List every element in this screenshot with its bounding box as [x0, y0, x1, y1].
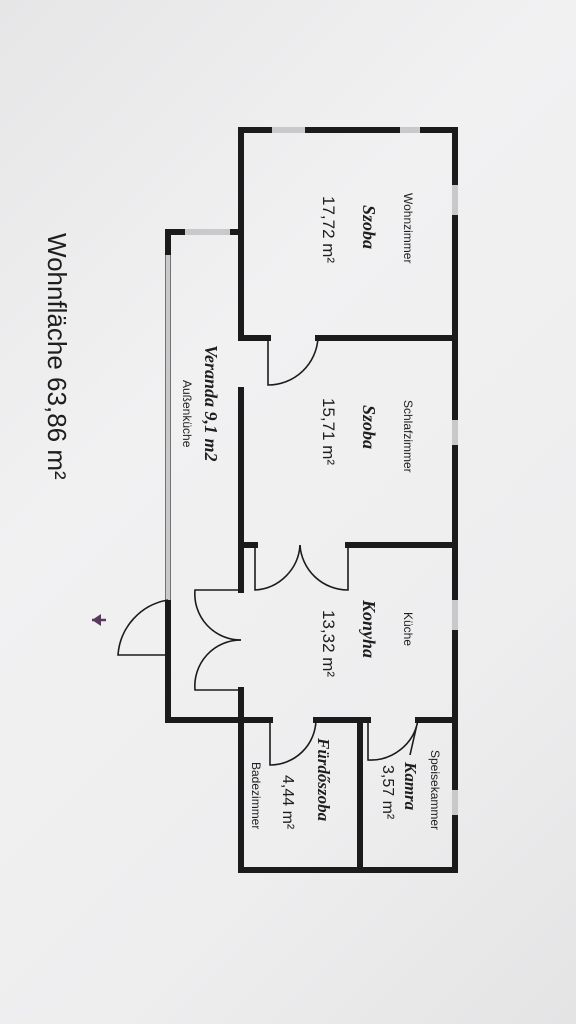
room-area: 17,72 m² [319, 196, 338, 263]
room-area: 13,32 m² [319, 610, 338, 677]
room-hu-label: Kamra [401, 761, 420, 811]
title-living-area: Wohnfläche 63,86 m² [42, 233, 72, 480]
door-bedroom-right [299, 544, 349, 591]
door-living-room [267, 337, 319, 386]
windows [165, 127, 458, 815]
room-badezimmer: Badezimmer Fürdőszoba 4,44 m² [249, 737, 333, 830]
room-area: 4,44 m² [279, 775, 296, 830]
room-area: 15,71 m² [319, 398, 338, 465]
door-entrance [117, 599, 169, 690]
room-de-label: Speisekammer [428, 750, 442, 830]
room-area: 3,57 m² [379, 765, 396, 820]
door-bathroom [269, 719, 317, 766]
room-schlafzimmer: Schlafzimmer Szoba 15,71 m² [319, 398, 415, 473]
door-hall-lower [194, 639, 242, 691]
room-de-label: Schlafzimmer [401, 400, 415, 473]
interior-walls [165, 229, 458, 873]
door-bedroom-left [254, 544, 301, 591]
wall-veranda-living [238, 229, 271, 341]
room-kueche: Küche Konyha 13,32 m² [319, 599, 415, 677]
room-wohnzimmer: Wohnzimmer Szoba 17,72 m² [319, 193, 415, 263]
arrow-entrance-icon [92, 614, 106, 626]
doors [117, 337, 419, 766]
room-veranda: Veranda 9,1 m2 Außenküche [180, 345, 221, 462]
door-pantry [367, 719, 419, 761]
room-hu-label: Veranda 9,1 m2 [201, 345, 221, 462]
room-hu-label: Szoba [359, 405, 379, 449]
room-de-label: Wohnzimmer [401, 193, 415, 263]
room-speisekammer: Speisekammer Kamra 3,57 m² [379, 750, 442, 830]
room-de-label: Badezimmer [249, 762, 263, 829]
room-de-label: Küche [401, 612, 415, 646]
room-de-label: Außenküche [180, 380, 194, 448]
door-hall-upper [194, 589, 242, 641]
room-hu-label: Szoba [359, 205, 379, 249]
room-hu-label: Konyha [359, 599, 379, 658]
room-hu-label: Fürdőszoba [314, 737, 333, 822]
